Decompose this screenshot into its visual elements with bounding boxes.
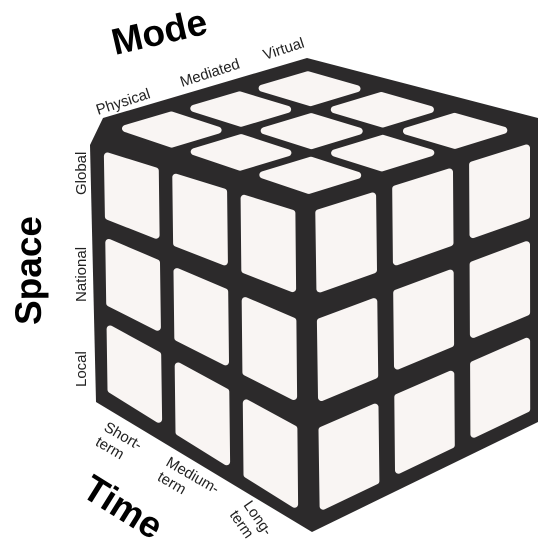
left-face-sticker-r2c1	[174, 362, 231, 466]
top-face-sticker-r2c2	[403, 112, 508, 149]
right-face-sticker-r2c0	[318, 403, 380, 510]
left-face-sticker-r0c2	[240, 194, 297, 293]
top-face-sticker-r0c2	[258, 71, 361, 107]
left-face-sticker-r1c2	[241, 297, 298, 400]
left-face-sticker-r0c1	[172, 173, 228, 266]
top-face-sticker-r1c0	[190, 134, 292, 171]
right-face-sticker-r0c1	[392, 168, 454, 266]
right-face-sticker-r0c2	[469, 144, 530, 239]
space-label-global: Global	[73, 152, 90, 195]
space-title: Space	[8, 216, 49, 325]
mode-label-virtual: Virtual	[261, 35, 306, 64]
top-face-sticker-r0c1	[190, 91, 292, 127]
left-face-sticker-r2c0	[106, 325, 163, 423]
top-face-sticker-r2c1	[331, 134, 435, 172]
top-face-sticker-r1c2	[330, 92, 434, 128]
right-face-sticker-r1c0	[316, 298, 379, 401]
right-face-sticker-r1c1	[393, 269, 455, 370]
top-face-sticker-r2c0	[259, 156, 362, 194]
right-face-sticker-r2c2	[470, 337, 531, 438]
left-face-sticker-r2c2	[242, 399, 299, 508]
space-label-national: National	[73, 247, 90, 302]
mode-title: Mode	[108, 1, 211, 63]
left-face-sticker-r1c1	[173, 268, 229, 366]
top-face-sticker-r0c0	[122, 111, 222, 148]
left-face-sticker-r0c0	[103, 152, 160, 239]
top-face-sticker-r1c1	[260, 113, 363, 150]
left-face-sticker-r1c0	[105, 239, 161, 331]
right-face-sticker-r2c1	[394, 370, 455, 474]
right-face-sticker-r1c2	[469, 241, 531, 338]
space-label-local: Local	[73, 351, 90, 387]
right-face-sticker-r0c0	[315, 192, 377, 293]
cube-stickers	[103, 71, 531, 510]
